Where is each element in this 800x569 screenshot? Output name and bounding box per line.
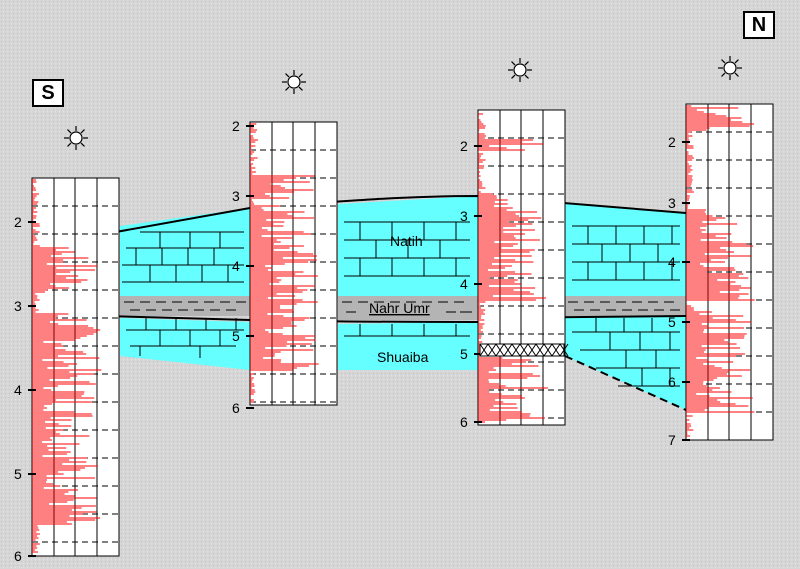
natih-body-left bbox=[120, 208, 250, 296]
well-column-1: 2 3 4 5 6 bbox=[14, 126, 120, 564]
wells-layer: 2 3 4 5 6 2 3 4 5 6 2 3 4 5 6 2 3 4 5 6 7 bbox=[14, 56, 774, 564]
gamma-ray-log-trace bbox=[250, 123, 319, 403]
natih-label: Natih bbox=[390, 233, 423, 249]
shuaiba-brick-pattern bbox=[126, 318, 680, 387]
north-label: N bbox=[743, 11, 775, 39]
crosshatch-zone bbox=[479, 343, 569, 357]
depth-label: 6 bbox=[14, 548, 22, 564]
shuaiba-body-left bbox=[120, 318, 250, 370]
depth-label: 4 bbox=[14, 382, 22, 398]
base-shuaiba-dashed-line bbox=[564, 355, 687, 411]
depth-label: 4 bbox=[232, 258, 240, 274]
depth-label: 2 bbox=[232, 118, 240, 134]
depth-label: 5 bbox=[460, 346, 468, 362]
nahr-umr-dash-pattern bbox=[124, 301, 680, 313]
gamma-ray-log-trace bbox=[32, 179, 102, 553]
depth-label: 5 bbox=[668, 314, 676, 330]
nahr-umr-label: Nahr Umr bbox=[369, 300, 430, 316]
depth-label: 3 bbox=[460, 208, 468, 224]
natih-brick-pattern bbox=[122, 221, 680, 283]
depth-label: 5 bbox=[14, 466, 22, 482]
formation-bodies bbox=[120, 196, 686, 410]
depth-label: 4 bbox=[668, 254, 676, 270]
depth-label: 4 bbox=[460, 276, 468, 292]
well-column-3: 2 3 4 5 6 bbox=[460, 58, 566, 430]
depth-label: 5 bbox=[232, 328, 240, 344]
south-label: S bbox=[32, 79, 64, 107]
depth-label: 2 bbox=[460, 138, 468, 154]
depth-label: 2 bbox=[14, 214, 22, 230]
shuaiba-label: Shuaiba bbox=[377, 349, 429, 365]
natih-body-right bbox=[565, 203, 686, 296]
depth-label: 3 bbox=[232, 188, 240, 204]
nahr-umr-band-center bbox=[338, 296, 478, 320]
depth-label: 3 bbox=[668, 195, 676, 211]
nahr-umr-band-right bbox=[565, 296, 686, 316]
gas-well-symbol-icon bbox=[718, 56, 742, 80]
depth-label: 6 bbox=[460, 414, 468, 430]
well-column-4: 2 3 4 5 6 7 bbox=[668, 56, 774, 448]
depth-label: 3 bbox=[14, 298, 22, 314]
depth-label: 6 bbox=[232, 400, 240, 416]
gas-well-symbol-icon bbox=[282, 70, 306, 94]
nahr-umr-band-left bbox=[120, 296, 250, 316]
shuaiba-body-center bbox=[338, 322, 478, 370]
gas-well-symbol-icon bbox=[64, 126, 88, 150]
depth-label: 6 bbox=[668, 374, 676, 390]
depth-label: 2 bbox=[668, 134, 676, 150]
well-column-2: 2 3 4 5 6 bbox=[232, 70, 338, 416]
gas-well-symbol-icon bbox=[508, 58, 532, 82]
depth-label: 7 bbox=[668, 432, 676, 448]
